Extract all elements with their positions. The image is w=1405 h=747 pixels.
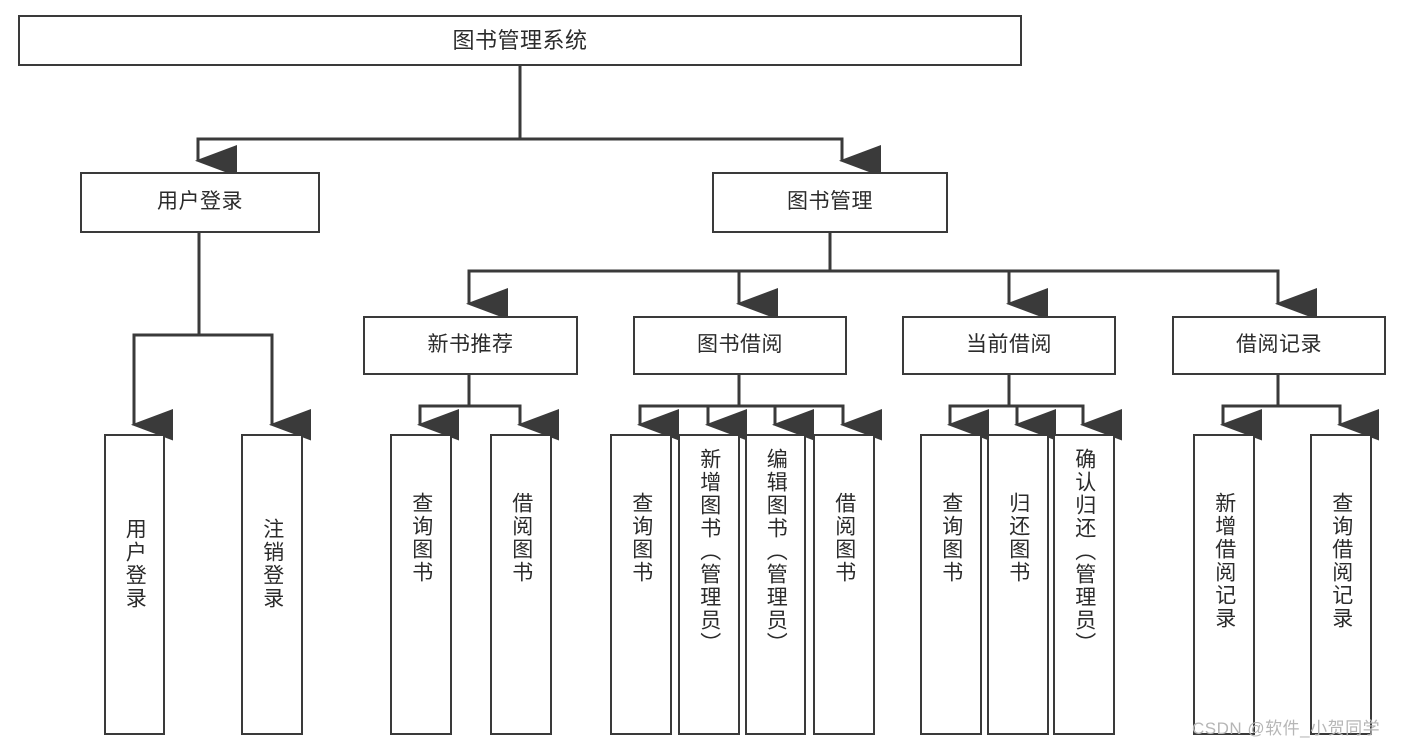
leaf-add-book-admin[interactable]: 新增图书（管理员） [678,434,740,735]
node-label: 当前借阅 [966,333,1052,357]
node-new-book-recommend[interactable]: 新书推荐 [363,316,578,375]
node-label: 用户登录 [157,190,243,214]
node-label: 查询图书 [409,492,433,584]
node-label: 查询图书 [939,492,963,584]
node-label: 归还图书 [1006,492,1030,584]
node-label: 新增借阅记录 [1212,492,1236,630]
leaf-confirm-return-admin[interactable]: 确认归还（管理员） [1053,434,1115,735]
leaf-borrow-book-borrow[interactable]: 借阅图书 [813,434,875,735]
node-book-manage[interactable]: 图书管理 [712,172,948,233]
node-label: 借阅图书 [509,492,533,584]
leaf-return-book[interactable]: 归还图书 [987,434,1049,735]
node-label: 借阅图书 [832,492,856,584]
node-label: 用户登录 [123,518,147,610]
leaf-query-book-current[interactable]: 查询图书 [920,434,982,735]
node-label: 编辑图书（管理员） [764,448,788,655]
node-label: 新增图书（管理员） [697,448,721,655]
node-label: 确认归还（管理员） [1072,448,1096,655]
node-root-system[interactable]: 图书管理系统 [18,15,1022,66]
leaf-query-borrow-record[interactable]: 查询借阅记录 [1310,434,1372,735]
node-label: 图书管理 [787,190,873,214]
node-borrow-record[interactable]: 借阅记录 [1172,316,1386,375]
node-label: 注销登录 [260,518,284,610]
node-label: 新书推荐 [427,333,514,357]
node-current-borrow[interactable]: 当前借阅 [902,316,1116,375]
leaf-query-book-new-recommend[interactable]: 查询图书 [390,434,452,735]
leaf-borrow-book-new-recommend[interactable]: 借阅图书 [490,434,552,735]
node-label: 图书管理系统 [452,27,588,53]
leaf-edit-book-admin[interactable]: 编辑图书（管理员） [745,434,806,735]
node-label: 查询借阅记录 [1329,492,1353,630]
node-label: 查询图书 [629,492,653,584]
node-user-login[interactable]: 用户登录 [80,172,320,233]
leaf-add-borrow-record[interactable]: 新增借阅记录 [1193,434,1255,735]
node-label: 借阅记录 [1236,333,1322,357]
node-book-borrow[interactable]: 图书借阅 [633,316,847,375]
leaf-query-book-borrow[interactable]: 查询图书 [610,434,672,735]
leaf-user-login[interactable]: 用户登录 [104,434,165,735]
node-label: 图书借阅 [697,333,783,357]
leaf-logout-login[interactable]: 注销登录 [241,434,303,735]
